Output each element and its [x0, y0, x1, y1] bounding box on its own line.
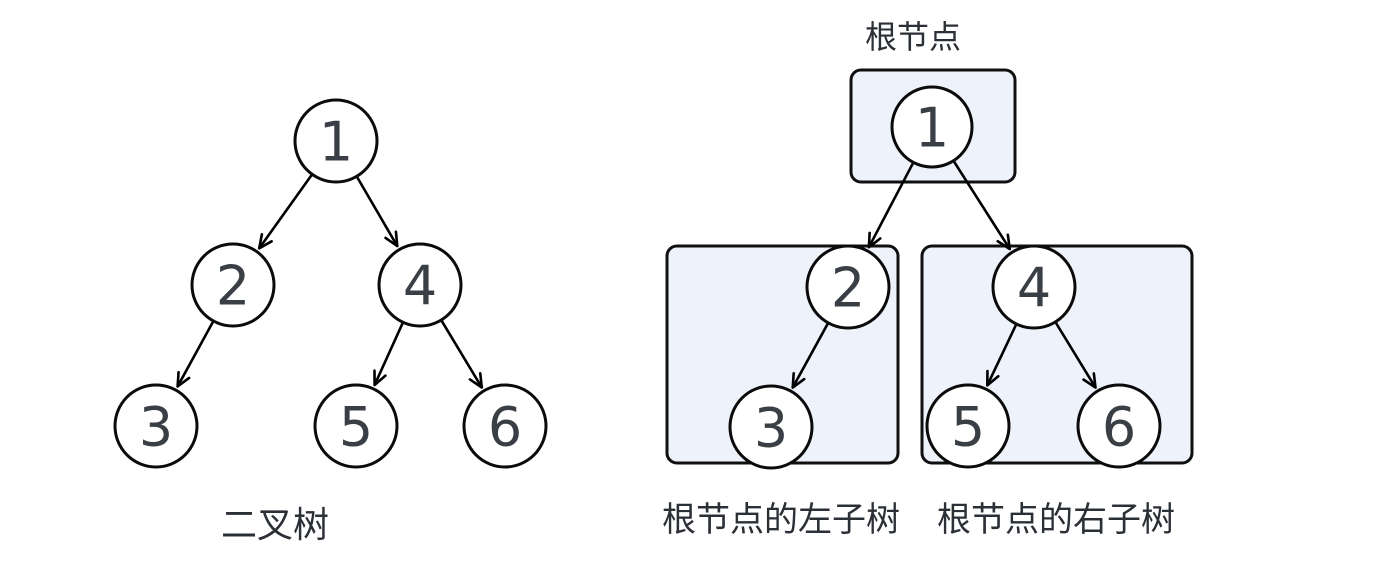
right-edge-4-6-arrow-icon: [1054, 321, 1097, 389]
right-tree-node-2-circle: [805, 244, 891, 330]
right-edge-2-3-arrow-icon: [791, 322, 830, 389]
right-tree-node-1-value: 1: [915, 96, 949, 159]
right-binary-tree: 1 2 4 3 5 6 根节点 根节点的左子树 根节点的右子树: [662, 18, 1194, 540]
right-tree-node-1-circle: [890, 85, 974, 169]
left-edge-2-3-arrow-icon: [176, 320, 215, 388]
left-tree-node-1-value: 1: [319, 110, 353, 173]
left-tree-node-5-circle: [313, 383, 399, 469]
right-edge-4-5-arrow-icon: [985, 323, 1018, 387]
right-tree-node-5-circle: [925, 383, 1011, 469]
left-binary-tree: 1 2 4 3 5 6 二叉树: [113, 98, 548, 546]
left-tree-caption: 二叉树: [221, 505, 329, 546]
right-tree-node-4-circle: [991, 244, 1077, 330]
left-tree-node-4-value: 4: [403, 254, 437, 317]
left-tree-node-2-value: 2: [216, 254, 250, 317]
right-tree-node-6-value: 6: [1102, 395, 1136, 458]
right-tree-node-3-value: 3: [754, 396, 788, 459]
right-tree-node-3-circle: [728, 384, 814, 470]
left-edge-1-4-arrow-icon: [355, 175, 399, 248]
left-tree-node-1-circle: [293, 98, 379, 184]
left-tree-node-3-value: 3: [139, 395, 173, 458]
left-edge-4-6-arrow-icon: [440, 319, 484, 389]
left-edge-1-2-arrow-icon: [257, 173, 314, 250]
right-edge-1-4-arrow-icon: [952, 160, 1012, 251]
left-subtree-region-label: 根节点的左子树: [662, 500, 900, 540]
right-subtree-region-label: 根节点的右子树: [937, 500, 1175, 540]
right-edge-1-2-arrow-icon: [867, 162, 915, 249]
left-tree-node-6-value: 6: [488, 395, 522, 458]
left-tree-node-2-circle: [190, 242, 276, 328]
left-tree-node-4-circle: [377, 242, 463, 328]
left-edge-4-5-arrow-icon: [373, 321, 405, 387]
right-tree-node-5-value: 5: [951, 395, 985, 458]
left-tree-node-3-circle: [113, 383, 199, 469]
left-tree-node-5-value: 5: [339, 395, 373, 458]
right-tree-node-4-value: 4: [1017, 256, 1051, 319]
right-tree-node-2-value: 2: [831, 256, 865, 319]
root-region-label: 根节点: [865, 18, 961, 56]
left-tree-node-6-circle: [462, 383, 548, 469]
right-tree-node-6-circle: [1076, 383, 1162, 469]
